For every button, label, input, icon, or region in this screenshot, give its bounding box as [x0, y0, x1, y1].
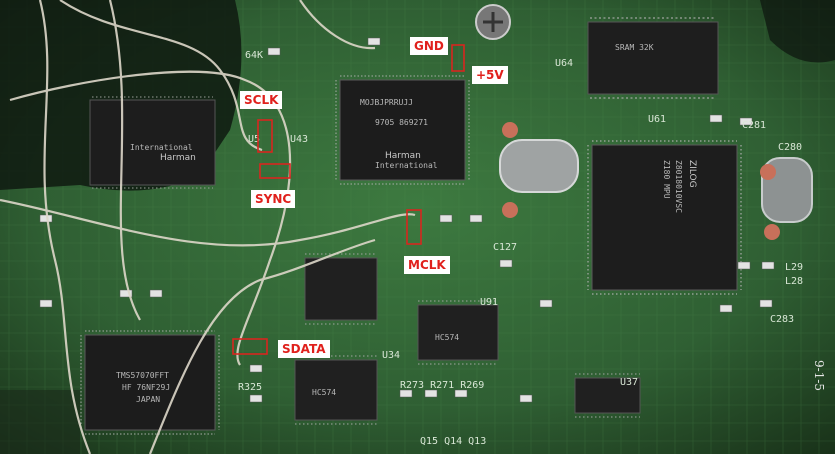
main-dsp-code2: 9705 869271	[375, 118, 428, 127]
silk-u37: U37	[620, 377, 638, 388]
marker-mclk	[406, 209, 422, 245]
cpu-line3: Z180 MPU	[662, 160, 671, 199]
label-gnd: GND	[410, 37, 448, 55]
logic-chip-bottom	[294, 359, 378, 421]
memory-chip-code: SRAM 32K	[615, 43, 654, 52]
left-chip	[89, 99, 216, 186]
cpu-line2: Z8018010VSC	[674, 160, 683, 213]
left-chip-text2: International	[130, 143, 193, 152]
handwritten-mark: 9-1-5	[812, 360, 826, 391]
label-mclk: MCLK	[404, 256, 450, 274]
label-sync: SYNC	[251, 190, 296, 208]
dac-pins	[80, 330, 220, 435]
silk-c283: C283	[770, 314, 794, 325]
silk-c281: C281	[742, 120, 766, 131]
shadow-bottom	[0, 390, 80, 454]
main-dsp-line2: International	[375, 161, 438, 170]
silk-q15: Q15 Q14 Q13	[420, 436, 486, 447]
label-plus5v: +5V	[472, 66, 508, 84]
silk-u5: U5	[248, 134, 260, 145]
memory-chip-pins	[590, 17, 716, 99]
logic-chip-top	[304, 257, 378, 321]
main-dsp-pins	[335, 75, 470, 185]
smd-parts	[39, 37, 775, 403]
logic-pins	[295, 253, 640, 425]
left-chip-text: Harman	[160, 153, 196, 163]
dac-chip	[84, 334, 216, 431]
silk-u34: U34	[382, 350, 400, 361]
logic2-line1: HC574	[312, 388, 336, 397]
silk-c280: C280	[778, 142, 802, 153]
memory-chip	[587, 21, 719, 95]
left-chip-pins	[92, 96, 213, 189]
logic1-line1: HC574	[435, 333, 459, 342]
main-dsp-line1: Harman	[385, 151, 421, 161]
silk-r273: R273 R271 R269	[400, 380, 484, 391]
marker-gnd	[451, 44, 465, 72]
small-chip	[574, 377, 641, 414]
dac-line2: HF 76NF29J	[122, 383, 170, 392]
crystal-left	[499, 139, 579, 193]
silk-c127: C127	[493, 242, 517, 253]
main-dsp-chip	[339, 79, 466, 181]
silk-l28: L28	[785, 276, 803, 287]
marker-sdata	[232, 338, 268, 355]
cpu-line1: ZILOG	[687, 160, 697, 188]
silk-u91: U91	[480, 297, 498, 308]
silk-u64: U64	[555, 58, 573, 69]
silk-l29: L29	[785, 262, 803, 273]
left-chip-line1: Harman	[160, 153, 196, 163]
silk-u43: U43	[290, 134, 308, 145]
marker-sclk	[257, 119, 273, 153]
main-dsp-code: MOJBJPRRUJJ	[360, 98, 413, 107]
cpu-chip	[591, 144, 738, 291]
wires	[0, 0, 416, 454]
capacitors	[502, 122, 780, 240]
silk-r325: R325	[238, 382, 262, 393]
logic-chip-right	[417, 304, 499, 361]
probe-markers	[232, 44, 465, 355]
screw-slot	[483, 12, 503, 32]
dac-line3: JAPAN	[136, 395, 160, 404]
marker-sync	[259, 163, 291, 179]
dac-line1: TMS57070FFT	[116, 371, 169, 380]
silk-u61: U61	[648, 114, 666, 125]
label-sdata: SDATA	[278, 340, 330, 358]
silk-64k: 64K	[245, 50, 263, 61]
label-sclk: SCLK	[240, 91, 283, 109]
left-chip-line2: International	[130, 143, 193, 152]
shadow-corner	[760, 0, 835, 63]
